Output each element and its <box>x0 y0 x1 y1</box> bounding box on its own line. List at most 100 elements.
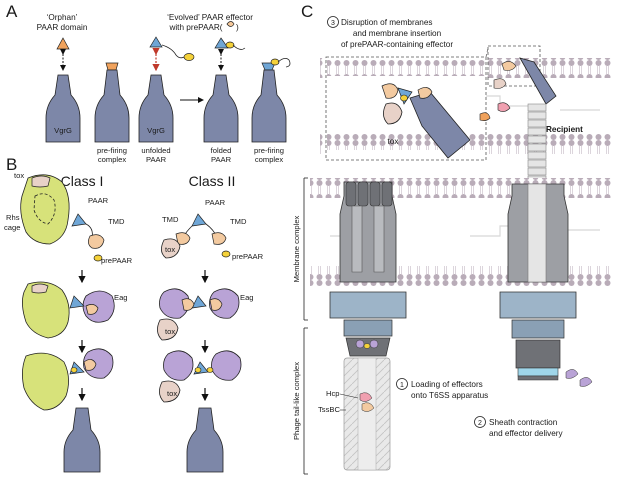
paar-cap <box>105 62 119 71</box>
step-2-line2: and effector delivery <box>489 429 563 438</box>
step-3-line3: of prePAAR-containing effector <box>341 40 453 49</box>
delivered-vgrg <box>519 57 557 105</box>
vgrg-spike <box>203 74 239 143</box>
rhs-cage <box>22 281 70 339</box>
effector-linker <box>232 44 246 50</box>
prepaar-helix <box>206 367 214 373</box>
step-2-number: 2 <box>478 420 482 427</box>
hcp-leader <box>339 393 359 399</box>
tox-domain <box>383 102 403 125</box>
tox-domain <box>159 380 181 403</box>
prepaar-helix <box>93 254 103 262</box>
vgrg-spike <box>138 74 174 143</box>
step-1-marker <box>396 378 408 390</box>
prepaar-legend-icon <box>226 21 235 27</box>
paar-domain <box>191 213 207 227</box>
rhs-label-1: Rhs <box>6 213 20 222</box>
eag-chaperone <box>355 339 365 349</box>
folded-label-1: folded <box>211 146 232 155</box>
rhs-label-2: cage <box>4 223 20 232</box>
vgrg-label-2: VgrG <box>147 126 165 135</box>
paar-label-2: PAAR <box>205 198 226 207</box>
hcp-label: Hcp <box>326 389 340 398</box>
tmd-domain <box>211 232 227 245</box>
orphan-title-line1: ‘Orphan’ <box>47 13 78 22</box>
tox-domain <box>31 283 49 294</box>
inset-membrane <box>327 60 485 76</box>
membrane-complex-label: Membrane complex <box>292 215 301 282</box>
tmd-domain <box>381 83 399 99</box>
effector <box>479 112 491 121</box>
class-ii-title: Class II <box>189 173 236 189</box>
eag-chaperone <box>83 348 114 379</box>
step-3-marker <box>327 16 339 28</box>
step-1-line2: onto T6SS apparatus <box>411 391 488 400</box>
prepaar-helix <box>400 94 408 102</box>
prepaar-label-1: prePAAR <box>101 256 133 265</box>
baseplate <box>329 291 407 319</box>
vgrg-label: VgrG <box>54 126 72 135</box>
panel-b-label: B <box>6 155 17 174</box>
unfolded-label-1: unfolded <box>141 146 170 155</box>
prepaar-helix <box>70 367 78 373</box>
baseplate-hub <box>343 319 393 337</box>
paar-domain <box>69 295 85 309</box>
tube-segments <box>527 103 547 184</box>
evolved-title-line1: ‘Evolved’ PAAR effector <box>167 13 253 22</box>
rhs-cage <box>22 352 69 411</box>
contracted-sheath <box>515 339 561 369</box>
effector-linker <box>161 44 187 59</box>
step-2-line1: Sheath contraction <box>489 418 558 427</box>
tssbc-label: TssBC <box>318 405 340 414</box>
tox-domain <box>31 175 51 188</box>
sheath-ring <box>517 367 559 377</box>
tox-domain <box>493 78 507 89</box>
paar-domain <box>191 295 207 309</box>
tmd-domain <box>417 87 433 99</box>
evolved-title-line2: with prePAAR( <box>168 23 222 32</box>
paar-domain <box>71 213 87 227</box>
eag-chaperone <box>159 288 190 319</box>
step-1-number: 1 <box>400 382 404 389</box>
eag-chaperone <box>163 350 194 381</box>
eag-chaperone <box>211 350 242 381</box>
tssm-pillar <box>381 181 393 207</box>
baseplate <box>499 291 577 319</box>
eag-label-1: Eag <box>114 293 128 302</box>
vgrg-spike <box>94 69 130 143</box>
prepaar-helix <box>183 53 195 61</box>
rhs-cage <box>20 174 70 245</box>
unfolded-paar <box>149 36 163 48</box>
prefiring-label-1: pre-firing <box>97 146 127 155</box>
rhs-inner-outline <box>33 193 56 225</box>
evolved-title-line3: ) <box>236 23 239 32</box>
effector <box>497 102 511 112</box>
vgrg-spike <box>251 69 287 143</box>
prepaar-helix <box>221 250 231 258</box>
prepaar-helix <box>270 58 280 66</box>
tmd-domain <box>88 234 105 249</box>
t6ss-prefiring-apparatus <box>329 181 407 471</box>
sheath-base <box>517 375 559 381</box>
tmd-domain <box>83 359 97 371</box>
vgrg-spike <box>63 407 101 473</box>
step-1-line1: Loading of effectors <box>411 380 483 389</box>
prefiring-label-4: complex <box>255 155 283 164</box>
tssm-pillar <box>345 181 357 207</box>
tmd-domain <box>85 304 99 315</box>
tmd-domain <box>501 61 517 71</box>
orphan-paar-domain <box>56 37 70 50</box>
tmd-domain <box>181 298 195 311</box>
eag-label-2: Eag <box>240 293 254 302</box>
step-3-number: 3 <box>331 20 335 27</box>
prepaar-helix <box>225 41 235 49</box>
t6ss-contracted-apparatus <box>499 183 593 387</box>
tmd-label-3: TMD <box>230 217 247 226</box>
eag-chaperone <box>369 339 379 349</box>
tssm-pillar <box>369 181 381 207</box>
folded-label-2: PAAR <box>211 155 232 164</box>
baseplate-hub <box>511 319 565 339</box>
unfolded-label-2: PAAR <box>146 155 167 164</box>
panel-c-label: C <box>301 2 313 21</box>
